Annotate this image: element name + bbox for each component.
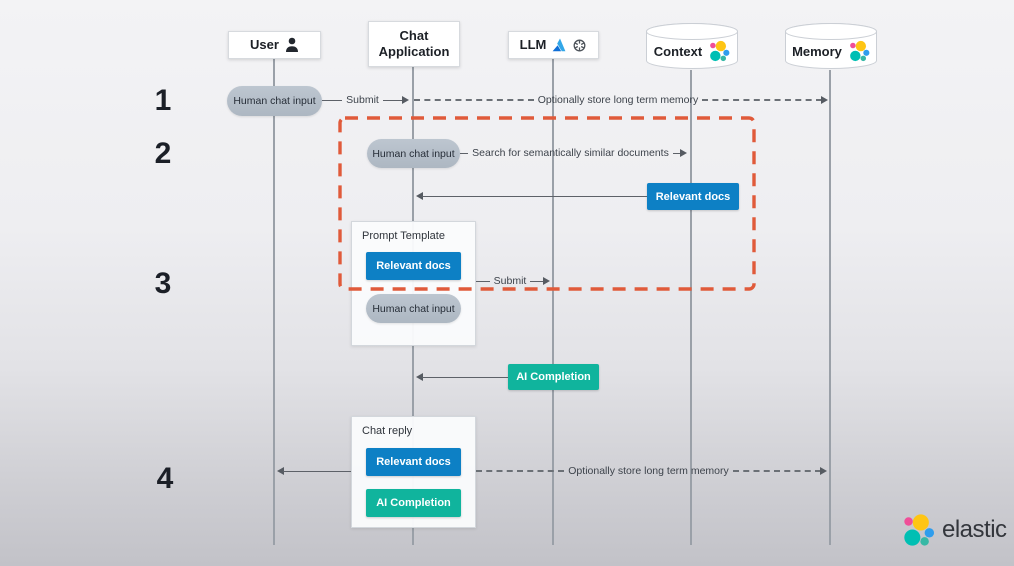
human-chat-input-pill-1: Human chat input [227,86,322,116]
actor-user-label: User [250,36,279,52]
elastic-brand: elastic [901,513,1007,547]
actor-llm: LLM [508,31,599,59]
arrow-ai-completion-return [412,371,508,383]
person-icon [285,37,298,52]
arrow-store-memory-1-label: Optionally store long term memory [537,94,699,106]
elastic-logo-icon [904,514,935,546]
arrow-store-memory-1: Optionally store long term memory [414,94,832,106]
chat-reply-label: Chat reply [362,425,413,437]
arrow-submit-2: Submit [476,275,554,287]
relevant-docs-block-2: Relevant docs [366,252,461,280]
actor-memory-label: Memory [792,43,842,59]
arrow-search-similar-docs-label: Search for semantically similar document… [472,147,669,159]
azure-icon [552,38,566,52]
openai-icon [573,39,586,51]
arrow-relevant-docs-return [412,190,647,202]
lifeline-context [690,70,692,545]
step-number-4: 4 [156,462,174,495]
arrow-submit-1: Submit [322,94,413,106]
human-chat-input-pill-2: Human chat input [367,139,460,168]
arrow-submit-1-label: Submit [346,94,379,106]
prompt-template-label: Prompt Template [362,230,445,242]
arrow-chat-reply-to-user [273,465,351,477]
step-number-2: 2 [154,137,172,170]
actor-llm-label: LLM [519,36,547,52]
elastic-wordmark: elastic [942,516,1007,543]
actor-context: Context [645,22,739,70]
lifeline-user [273,59,275,545]
step-number-1: 1 [154,84,172,117]
relevant-docs-block-1: Relevant docs [647,183,739,210]
elastic-logo-icon [850,40,870,62]
lifeline-memory [829,70,831,545]
ai-completion-block-1: AI Completion [508,364,599,390]
actor-chat-application: Chat Application [368,21,460,67]
elastic-logo-icon [710,40,730,62]
arrow-store-memory-2: Optionally store long term memory [476,465,831,477]
ai-completion-block-2: AI Completion [366,489,461,517]
relevant-docs-block-3: Relevant docs [366,448,461,476]
lifeline-llm [552,59,554,545]
arrow-search-similar-docs: Search for semantically similar document… [460,147,691,159]
arrow-store-memory-2-label: Optionally store long term memory [568,465,729,477]
actor-chat-application-label: Chat Application [378,27,450,59]
prompt-template-group: Prompt Template [351,221,476,346]
actor-context-label: Context [653,43,703,59]
step-number-3: 3 [154,267,172,300]
arrow-submit-2-label: Submit [493,275,527,287]
actor-user: User [228,31,321,59]
actor-memory: Memory [784,22,878,70]
human-chat-input-pill-3: Human chat input [366,294,461,323]
